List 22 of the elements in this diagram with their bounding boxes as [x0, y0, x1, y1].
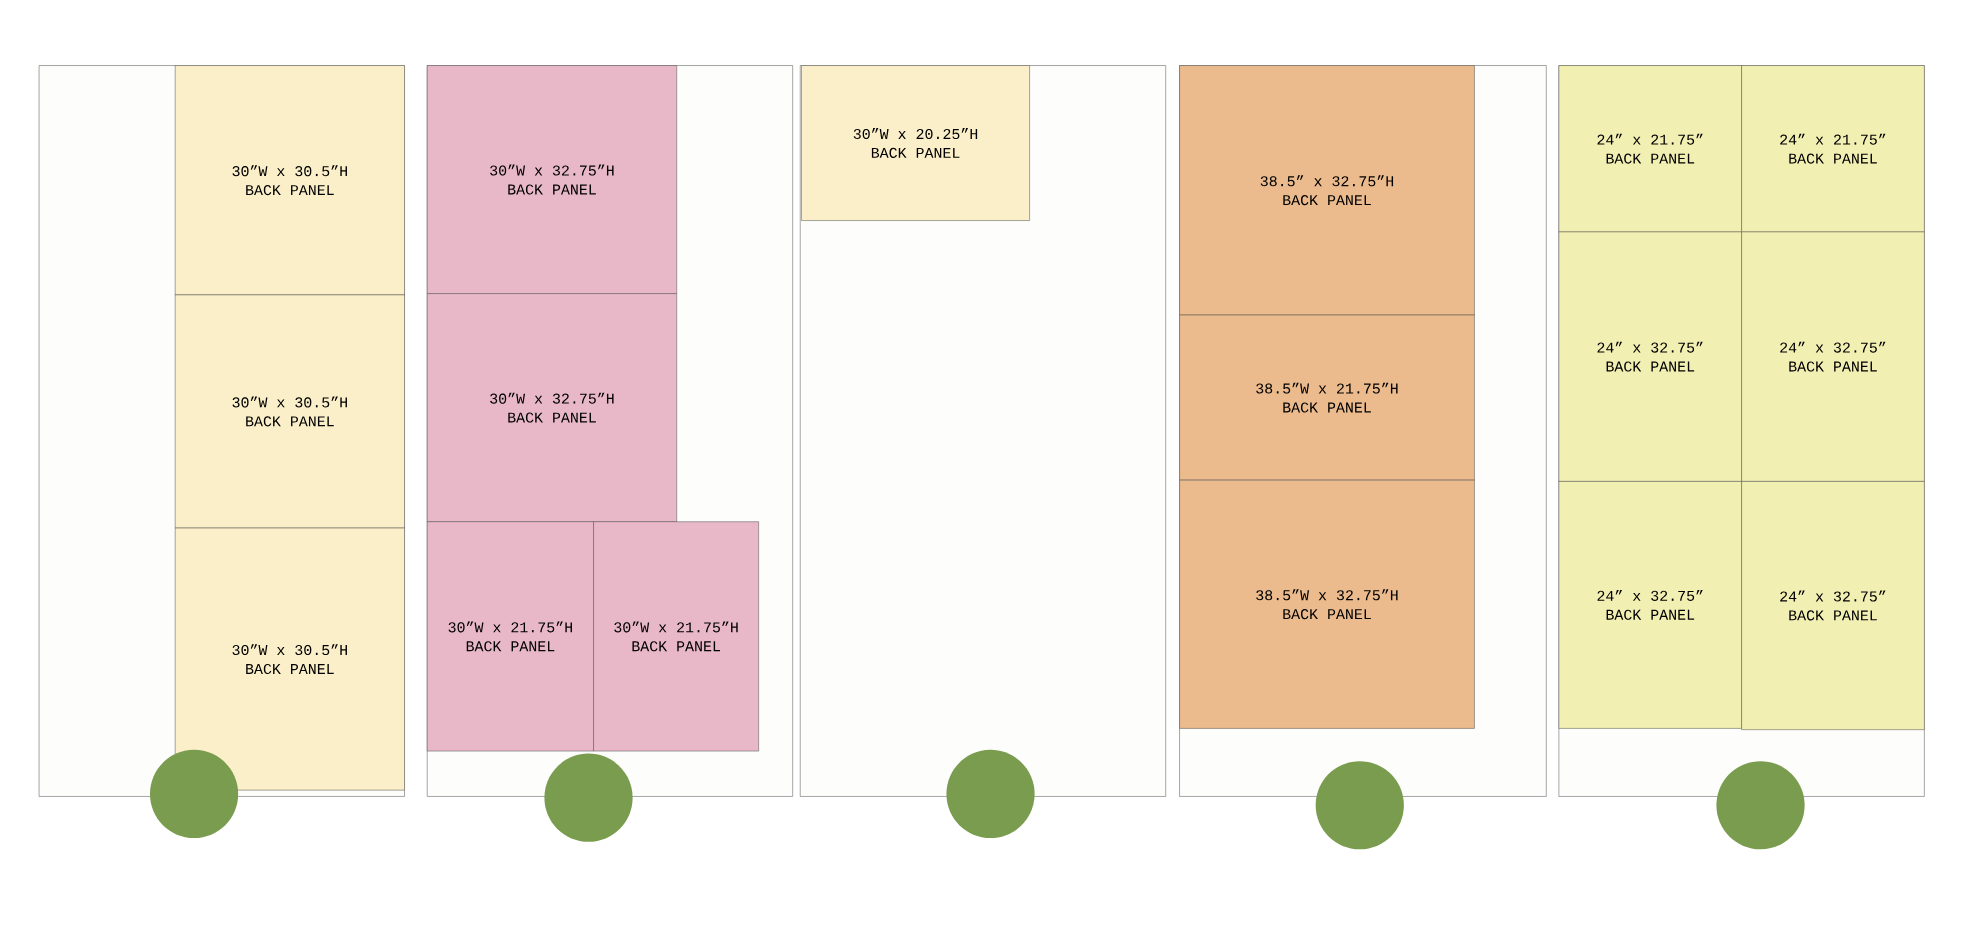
back-panel: 30”W x 21.75”H BACK PANEL — [426, 521, 594, 752]
back-panel: 30”W x 21.75”H BACK PANEL — [593, 521, 759, 752]
back-panel: 24” x 21.75” BACK PANEL — [1741, 65, 1925, 233]
back-panel: 30”W x 32.75”H BACK PANEL — [426, 293, 677, 522]
circle — [149, 749, 239, 839]
back-panel: 30”W x 30.5”H BACK PANEL — [174, 65, 405, 296]
back-panel: 38.5”W x 21.75”H BACK PANEL — [1179, 314, 1475, 481]
back-panel: 38.5” x 32.75”H BACK PANEL — [1179, 65, 1475, 316]
circle — [1716, 761, 1805, 850]
circle — [544, 753, 633, 842]
back-panel: 24” x 32.75” BACK PANEL — [1741, 231, 1925, 482]
back-panel: 38.5”W x 32.75”H BACK PANEL — [1179, 479, 1475, 729]
back-panel: 30”W x 30.5”H BACK PANEL — [174, 527, 405, 791]
back-panel: 24” x 32.75” BACK PANEL — [1558, 481, 1742, 729]
back-panel: 24” x 32.75” BACK PANEL — [1558, 231, 1742, 482]
back-panel: 24” x 32.75” BACK PANEL — [1741, 481, 1925, 730]
circle — [946, 749, 1035, 839]
back-panel: 24” x 21.75” BACK PANEL — [1558, 65, 1742, 233]
back-panel: 30”W x 30.5”H BACK PANEL — [174, 294, 405, 529]
back-panel: 30”W x 20.25”H BACK PANEL — [801, 65, 1030, 221]
back-panel: 30”W x 32.75”H BACK PANEL — [426, 65, 677, 294]
circle — [1315, 761, 1404, 850]
